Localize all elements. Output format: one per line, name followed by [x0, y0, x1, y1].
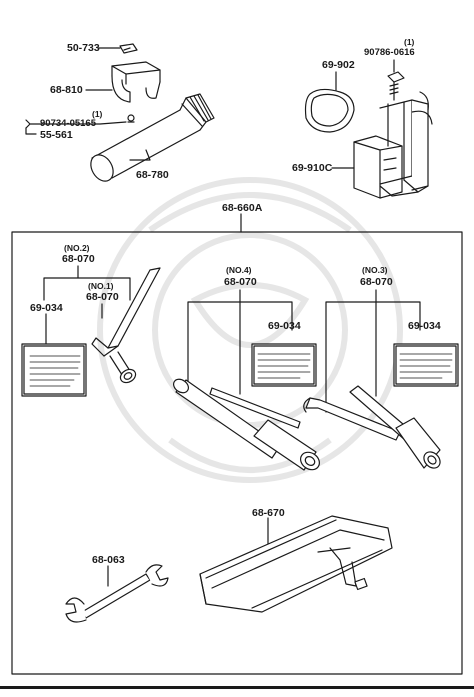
caution-label-b	[251, 343, 317, 387]
leader-no3-group	[325, 289, 421, 413]
caution-label-a	[21, 343, 87, 397]
label-68-780: 68-780	[136, 169, 169, 181]
label-68-070-no3: 68-070	[360, 276, 393, 288]
spanner-drawing	[65, 564, 169, 623]
label-90786-0616: 90786-0616	[364, 47, 415, 58]
leader-no2-group	[43, 265, 131, 301]
socket-wrench-no4-drawing	[172, 378, 320, 471]
label-no4: (NO.4)	[226, 265, 252, 275]
lug-wrench-no1-drawing	[91, 267, 161, 384]
caution-label-c	[393, 343, 459, 387]
tool-bag-drawing	[199, 515, 393, 613]
label-69-034-a: 69-034	[30, 302, 63, 314]
leader-68-780	[129, 149, 151, 161]
label-no2: (NO.2)	[64, 243, 90, 253]
label-68-070-no1: 68-070	[86, 291, 119, 303]
label-90734-qty: (1)	[92, 109, 103, 119]
label-69-034-b: 69-034	[268, 320, 301, 332]
label-68-810: 68-810	[50, 84, 83, 96]
label-no3: (NO.3)	[362, 265, 388, 275]
label-68-670: 68-670	[252, 507, 285, 519]
label-69-034-c: 69-034	[408, 320, 441, 332]
label-55-561: 55-561	[40, 129, 73, 141]
label-69-902: 69-902	[322, 59, 355, 71]
label-69-910c: 69-910C	[292, 162, 333, 174]
tool-kit-box	[11, 231, 463, 675]
label-68-070-no4: 68-070	[224, 276, 257, 288]
label-68-070-no2: 68-070	[62, 253, 95, 265]
label-90786-qty: (1)	[404, 37, 415, 47]
leader-no4-group	[187, 289, 293, 395]
leader-55-561	[25, 127, 37, 135]
jack-bracket-drawing	[304, 71, 433, 199]
label-68-063: 68-063	[92, 554, 125, 566]
leader-90734	[25, 119, 127, 129]
label-68-660a: 68-660A	[222, 202, 263, 214]
bracket-assembly-drawing	[90, 43, 215, 182]
bottom-rule	[0, 686, 474, 689]
label-no1: (NO.1)	[88, 281, 114, 291]
label-90734-05165: 90734-05165	[40, 118, 96, 129]
label-50-733: 50-733	[67, 42, 100, 54]
box-wrench-no3-drawing	[303, 385, 441, 469]
